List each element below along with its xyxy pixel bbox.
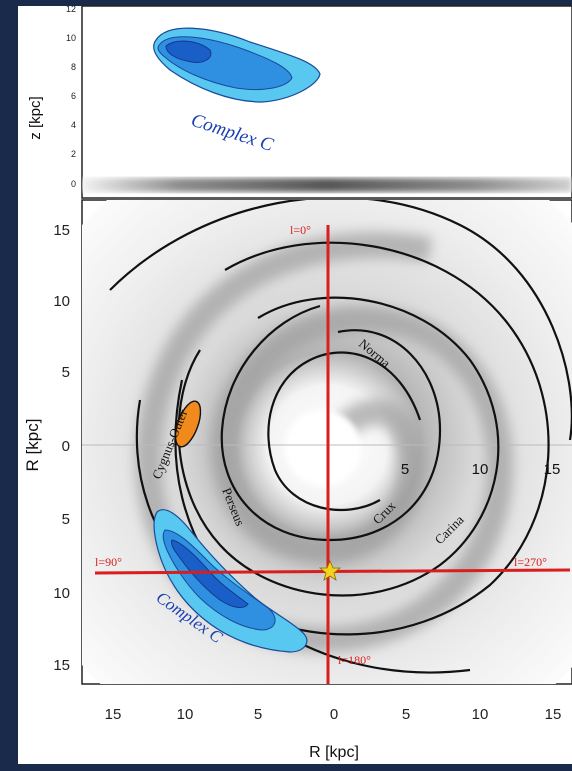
main-ylabel: R [kpc] [23, 419, 42, 472]
longitude-label-l180: l=180° [338, 653, 371, 667]
top-panel-frame [81, 5, 572, 199]
top-panel: Complex C z [kpc] 12 10 8 6 4 2 0 [27, 4, 572, 199]
longitude-label-l270: l=270° [514, 555, 547, 569]
inner-xtick: 10 [472, 461, 489, 478]
main-panel: l=0° l=90° l=180° l=270° Norma Crux Cari… [23, 199, 572, 761]
xtick: 0 [330, 706, 338, 723]
top-ytick: 2 [71, 149, 76, 159]
complex-c-top-core [165, 40, 212, 63]
ytick: 15 [53, 222, 70, 239]
top-ytick: 12 [66, 4, 76, 14]
arm-outer-top [109, 200, 572, 441]
xtick: 10 [472, 706, 489, 723]
ytick: 5 [62, 364, 70, 381]
ytick: 15 [53, 657, 70, 674]
ytick: 10 [53, 585, 70, 602]
arm-norma [220, 304, 442, 542]
longitude-label-l0: l=0° [290, 223, 311, 237]
top-ytick: 10 [66, 33, 76, 43]
top-ytick: 4 [71, 120, 76, 130]
galactic-bulge [285, 410, 361, 486]
top-ylabel: z [kpc] [27, 96, 44, 139]
xtick: 10 [177, 706, 194, 723]
xtick: 5 [254, 706, 262, 723]
ytick: 5 [62, 511, 70, 528]
longitude-label-l90: l=90° [95, 555, 122, 569]
ytick: 0 [62, 438, 70, 455]
arm-inner-1 [267, 351, 422, 512]
top-ytick: 6 [71, 91, 76, 101]
inner-xtick: 5 [401, 461, 409, 478]
sun-marker [318, 559, 342, 581]
arm-crux [177, 296, 500, 597]
ytick: 10 [53, 293, 70, 310]
cygnus-outer-cloud [174, 400, 202, 448]
disk-band [82, 178, 572, 192]
xtick: 15 [105, 706, 122, 723]
main-xlabel: R [kpc] [309, 744, 359, 761]
spiral-density [135, 232, 513, 653]
inner-xtick: 15 [544, 461, 561, 478]
top-ytick: 0 [71, 179, 76, 189]
xtick: 5 [402, 706, 410, 723]
top-ytick: 8 [71, 62, 76, 72]
xtick: 15 [545, 706, 562, 723]
